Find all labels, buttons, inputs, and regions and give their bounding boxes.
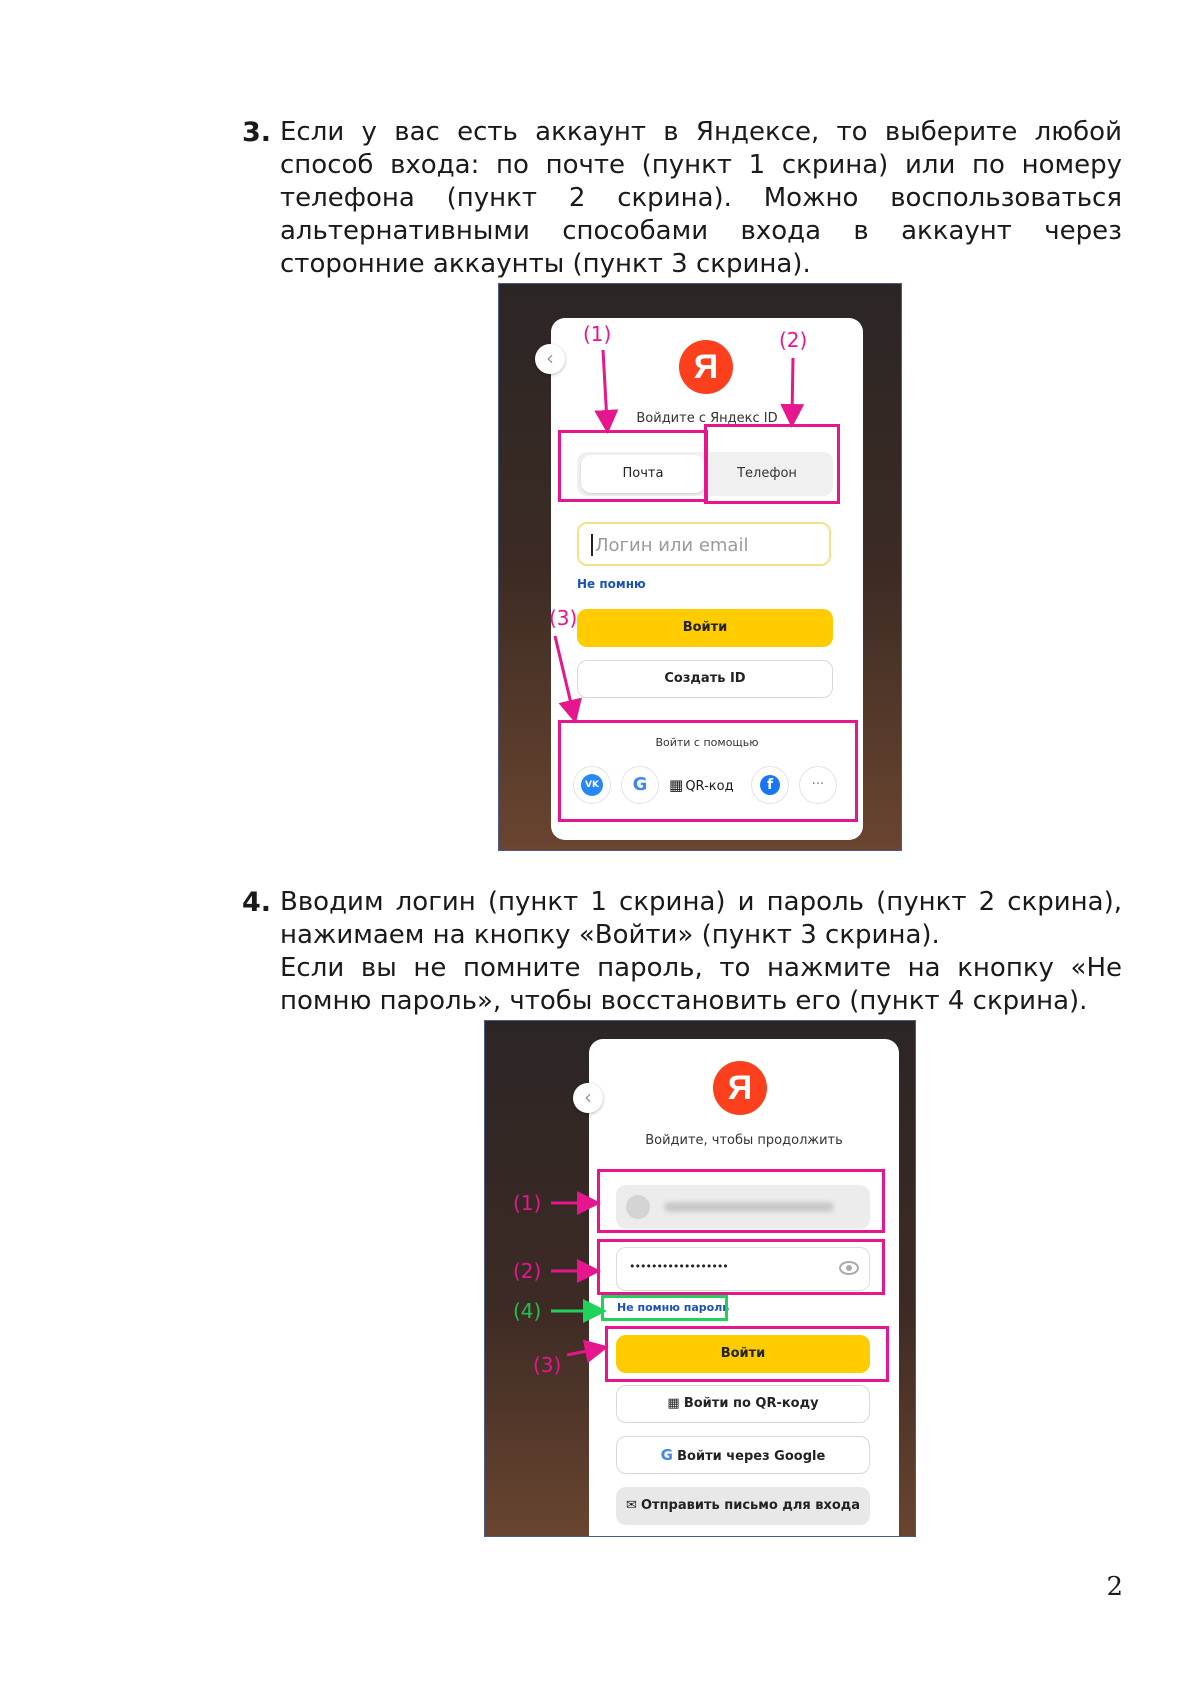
highlight-social: [558, 720, 858, 822]
text-caret: [591, 534, 593, 556]
tab-phone[interactable]: Телефон: [737, 466, 797, 481]
highlight-mail: [558, 430, 708, 502]
google-icon[interactable]: G: [621, 766, 659, 804]
step-text: Вводим логин (пункт 1 скрина) и пароль (…: [280, 887, 1122, 1016]
password-field[interactable]: ••••••••••••••••••: [616, 1247, 870, 1291]
highlight-login-button: [605, 1326, 889, 1382]
forgot-link[interactable]: Не помню: [577, 577, 646, 591]
highlight-password: [597, 1239, 885, 1295]
step-number: 4.: [242, 887, 272, 918]
qr-code-icon: ▦: [669, 776, 683, 794]
page-number: 2: [1106, 1572, 1123, 1602]
highlight-forgot-password: [601, 1295, 728, 1321]
highlight-login: [597, 1169, 885, 1233]
step-4: 4. Вводим логин (пункт 1 скрина) и парол…: [242, 886, 1122, 1018]
back-chevron-icon[interactable]: ‹: [535, 344, 565, 374]
yandex-logo-icon: Я: [679, 340, 733, 394]
annotation-3: (3): [533, 1353, 562, 1377]
annotation-1: (1): [583, 322, 612, 346]
avatar-icon: [626, 1195, 650, 1219]
eye-icon[interactable]: [839, 1261, 859, 1275]
highlight-phone: [704, 424, 840, 504]
login-with-label: Войти с помощью: [655, 736, 759, 749]
annotation-2: (2): [779, 328, 808, 352]
yandex-logo-icon: Я: [713, 1061, 767, 1115]
login-button[interactable]: Войти: [577, 609, 833, 647]
qr-code-icon: ▦: [667, 1396, 680, 1411]
login-field[interactable]: [616, 1185, 870, 1229]
screenshot-password-login: ‹ Я Войдите, чтобы продолжить ••••••••••…: [484, 1020, 916, 1537]
google-login-button[interactable]: G Войти через Google: [616, 1436, 870, 1474]
qr-code-button[interactable]: ▦ QR-код: [669, 766, 749, 804]
login-input[interactable]: Логин или email: [577, 522, 831, 566]
login-heading: Войдите, чтобы продолжить: [645, 1133, 843, 1148]
envelope-icon: ✉: [625, 1498, 637, 1513]
facebook-icon[interactable]: f: [751, 766, 789, 804]
screenshot-login-methods: ‹ Я Войдите с Яндекс ID Почта Телефон Ло…: [498, 283, 902, 851]
login-button[interactable]: Войти: [616, 1335, 870, 1373]
blurred-login: [664, 1202, 834, 1212]
annotation-3: (3): [549, 606, 578, 630]
login-placeholder: Логин или email: [595, 535, 749, 556]
step-3: 3. Если у вас есть аккаунт в Яндексе, то…: [242, 116, 1122, 281]
tab-mail[interactable]: Почта: [581, 455, 705, 493]
back-chevron-icon[interactable]: ‹: [573, 1083, 603, 1113]
annotation-1: (1): [513, 1191, 542, 1215]
vk-icon[interactable]: VK: [573, 766, 611, 804]
google-icon: G: [660, 1446, 673, 1464]
step-number: 3.: [242, 117, 272, 148]
forgot-password-link[interactable]: Не помню пароль: [617, 1301, 730, 1314]
email-login-button[interactable]: ✉ Отправить письмо для входа: [616, 1487, 870, 1525]
annotation-2: (2): [513, 1259, 542, 1283]
step-text: Если у вас есть аккаунт в Яндексе, то вы…: [280, 117, 1122, 279]
create-id-button[interactable]: Создать ID: [577, 660, 833, 698]
annotation-4: (4): [513, 1299, 542, 1323]
qr-code-label: QR-код: [685, 779, 734, 794]
password-mask: ••••••••••••••••••: [629, 1260, 729, 1273]
qr-login-button[interactable]: ▦ Войти по QR-коду: [616, 1385, 870, 1423]
more-icon[interactable]: ···: [799, 766, 837, 804]
login-heading: Войдите с Яндекс ID: [636, 411, 778, 426]
